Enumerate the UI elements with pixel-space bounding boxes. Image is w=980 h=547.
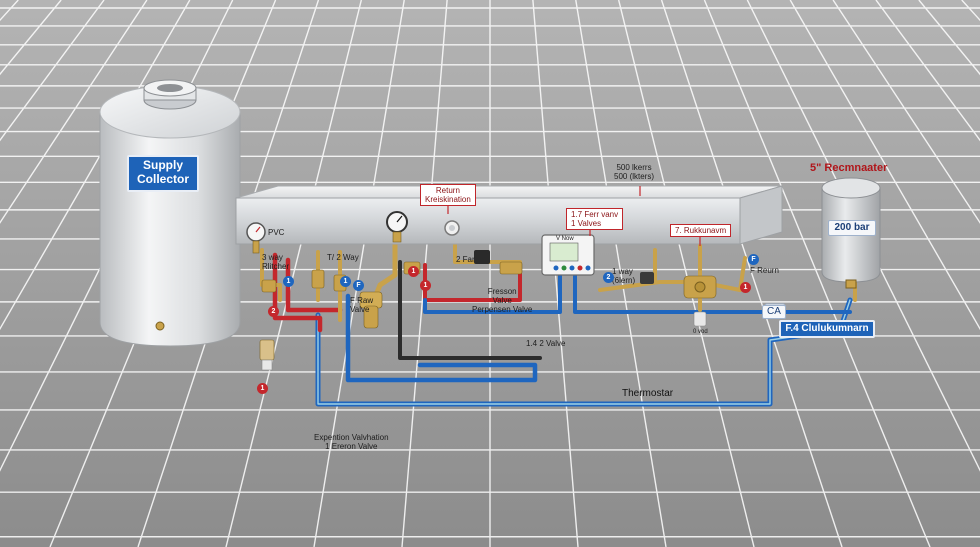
f-raw-label: F Raw Valve [350,296,374,314]
grid-line [789,0,980,331]
grid-line [746,0,980,472]
f4-label: F.4 Clulukumnarn [779,320,875,338]
three-way-label: 3 way Rlitcher [262,253,290,271]
badge-7: F [748,254,759,265]
badge-2: 2 [268,306,279,317]
badge-1: 1 [283,276,294,287]
freson-valve-label: Fresson Valve Perpensen Valve [472,287,533,314]
bar2-label: 2 Far [456,255,475,264]
rukkunvm-label: 7. Rukkunavm [670,224,732,237]
badge-8: 1 [740,282,751,293]
grid-line [225,0,363,547]
grid-line [875,0,980,142]
recmnaater-label: 5" Recmnaater [810,162,888,174]
two-way-label: T/ 2 Way [327,253,359,262]
grid-line [660,0,843,547]
controller-unit [541,234,595,276]
grid-line [832,0,980,224]
dark-loop-pipe [398,260,542,360]
f-reurn-label: F Reurn [750,266,779,275]
pvc-label: PVC [268,228,285,237]
valve-callout-label: 1.7 Ferr vanv 1 Valves [566,208,624,230]
grid-line [617,0,755,547]
grid-line [0,0,105,142]
thermometer-gauge [444,220,460,236]
capacity-label: 500 lkerrs 500 (lkters) [614,163,655,181]
badge-3: 1 [257,383,268,394]
supply-tank [99,79,241,347]
return-label: Return Kreiskination [420,184,476,206]
thermostat-label: Thermostar [622,388,674,399]
badge-9: 2 [603,272,614,283]
expansion-valve-label: Expention Valvhation 1 Ereron Valve [314,433,389,451]
grid-line [575,0,667,547]
badge-6: 1 [420,280,431,291]
badge-5: F [353,280,364,291]
blue-loop-pipe [345,293,538,383]
grid-line [703,0,931,547]
right-tank-pressure-label: 200 bar [828,220,876,236]
badge-4: 1 [340,276,351,287]
blue-pipe-mid [423,256,562,314]
grid-line [0,0,148,224]
supply-collector-label: Supply Collector [127,155,199,192]
pressure-gauge-left [246,222,266,254]
ca-label: CA [762,305,786,319]
badge-10: 1 [408,266,419,277]
pressure-gauge-center [386,211,408,243]
grid-line [313,0,405,547]
manifold-header [235,185,783,245]
controller-label: V Now [556,236,574,242]
valve-142-label: 1.4 2 Valve [526,339,566,348]
blue-pipe-right [573,256,852,314]
one-way-label: 1 way (6lern) [612,267,636,285]
o-vod-label: 0 vod [693,329,708,335]
